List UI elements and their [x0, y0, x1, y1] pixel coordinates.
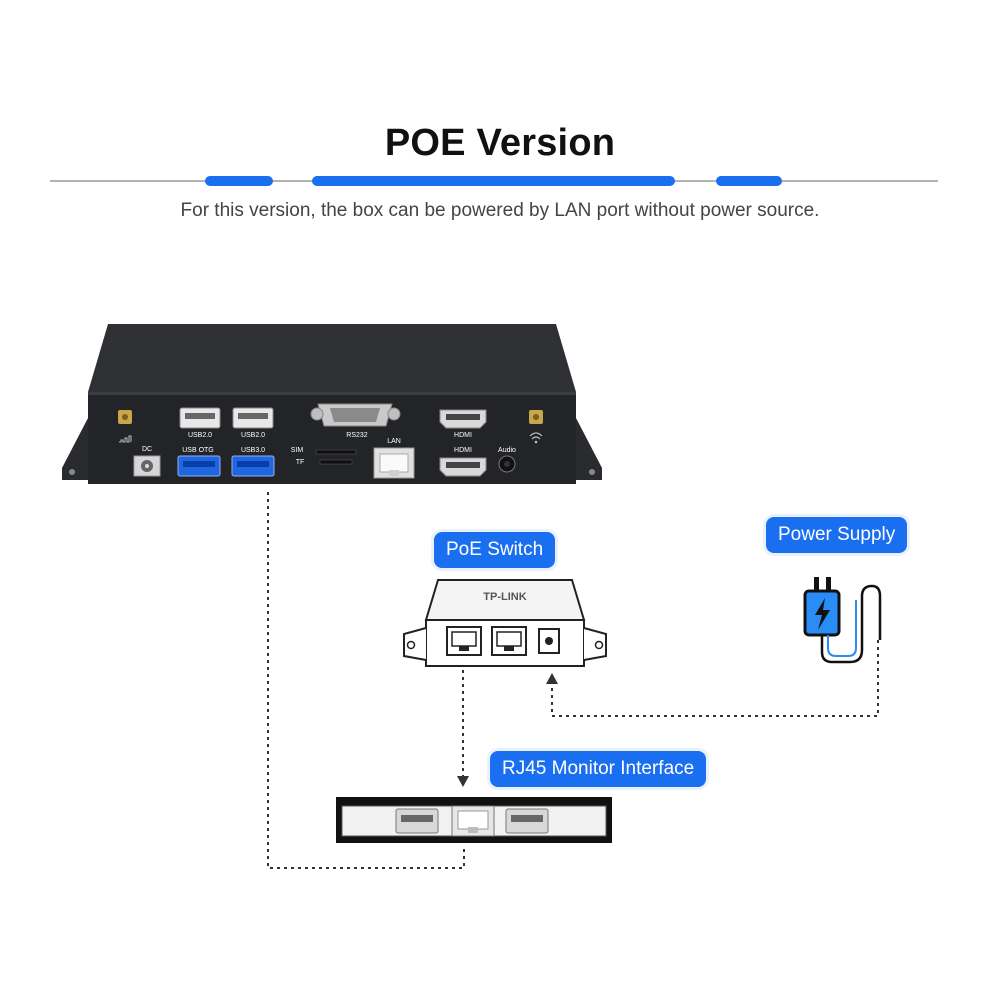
usb2-b-label: USB2.0 — [241, 432, 265, 439]
usb2-port-b: USB2.0 — [232, 407, 274, 439]
poe-switch-label: PoE Switch — [434, 532, 556, 568]
sim-tf-slot: SIM TF — [291, 447, 357, 466]
usb3-label: USB3.0 — [241, 447, 265, 454]
audio-jack: Audio — [498, 447, 516, 473]
hdmi-bottom-label: HDMI — [454, 447, 472, 454]
lan-label: LAN — [387, 438, 401, 445]
usb2-port-a: USB2.0 — [179, 407, 221, 439]
usb-otg-port: USB OTG — [177, 447, 221, 477]
rs232-port: RS232 — [310, 403, 401, 439]
line-device-to-rj45 — [267, 492, 465, 869]
switch-brand: TP-LINK — [483, 591, 526, 603]
power-supply-label: Power Supply — [766, 517, 908, 553]
audio-label: Audio — [498, 447, 516, 454]
divider-accent-right — [716, 176, 782, 186]
hdmi-port-top: HDMI — [439, 409, 487, 439]
antenna-connector-left — [118, 410, 132, 443]
arrow-head-rj45 — [457, 776, 469, 787]
hdmi-top-label: HDMI — [454, 432, 472, 439]
hdmi-port-bottom: HDMI — [439, 447, 487, 477]
antenna-connector-right — [529, 410, 543, 444]
connection-lines — [267, 492, 879, 869]
rs232-label: RS232 — [346, 432, 368, 439]
poe-switch-device: TP-LINK — [403, 579, 607, 667]
divider-accent-left — [205, 176, 273, 186]
page-title: POE Version — [384, 122, 616, 164]
rj45-monitor-panel — [336, 797, 612, 843]
tf-label: TF — [296, 459, 305, 466]
usb3-port: USB3.0 — [231, 447, 275, 477]
line-power-to-switch — [551, 640, 879, 717]
arrow-head-switch — [546, 673, 558, 684]
dc-jack: DC — [133, 446, 161, 477]
divider-accent-center — [312, 176, 675, 186]
rj45-monitor-label: RJ45 Monitor Interface — [490, 751, 707, 787]
dc-label: DC — [142, 446, 152, 453]
lan-port: LAN — [373, 438, 415, 479]
page-subtitle: For this version, the box can be powered… — [180, 200, 820, 221]
power-plug-icon — [803, 577, 882, 664]
usb2-a-label: USB2.0 — [188, 432, 212, 439]
sim-label: SIM — [291, 447, 304, 454]
usb-otg-label: USB OTG — [182, 447, 214, 454]
